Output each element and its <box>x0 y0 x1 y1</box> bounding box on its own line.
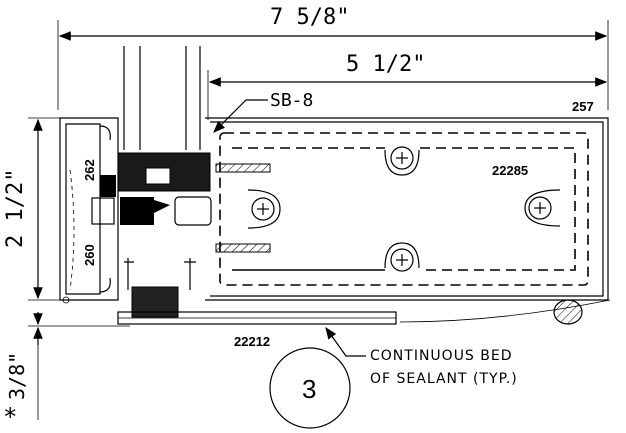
mullion-262-260 <box>59 117 119 304</box>
sealant-note-line2: OF SEALANT (TYP.) <box>370 371 518 387</box>
screw-top-icon <box>384 146 420 176</box>
sb-leader <box>213 99 268 133</box>
part-262-label: 262 <box>82 159 97 181</box>
screw-bottom-icon <box>384 242 420 272</box>
detail-bubble <box>269 347 351 429</box>
frame-screw-top <box>215 163 271 173</box>
sill-plate-22212 <box>117 311 397 325</box>
asterisk-mark: * <box>3 403 17 431</box>
sill-roller <box>124 258 196 318</box>
glazing-block <box>100 152 211 197</box>
height-label: 2 1/2" <box>3 169 28 248</box>
overall-width-dimension <box>57 20 609 110</box>
part-257-label: 257 <box>572 99 594 114</box>
screw-right-icon <box>524 189 561 227</box>
bed-dimension <box>28 312 130 420</box>
frame-257 <box>205 117 609 301</box>
inner-width-label: 5 1/2" <box>346 52 425 77</box>
glass-lites <box>123 46 201 150</box>
detail-number: 3 <box>302 374 316 404</box>
sealant-bead <box>399 299 611 325</box>
part-260-label: 260 <box>82 244 97 266</box>
profile-22285 <box>219 132 589 286</box>
bed-label: 3/8" <box>5 352 29 400</box>
inner-width-dimension <box>207 70 608 120</box>
part-22285-label: 22285 <box>492 163 528 178</box>
overall-width-label: 7 5/8" <box>270 5 349 30</box>
sealant-note-leader <box>325 327 366 357</box>
screw-left-icon <box>247 189 281 229</box>
sealant-note-line1: CONTINUOUS BED <box>370 348 513 364</box>
part-22212-label: 22212 <box>234 334 270 349</box>
height-dimension <box>28 117 62 301</box>
sb-label: SB-8 <box>270 90 313 111</box>
frame-screw-bottom <box>215 243 271 253</box>
anchor-assembly <box>91 196 212 226</box>
